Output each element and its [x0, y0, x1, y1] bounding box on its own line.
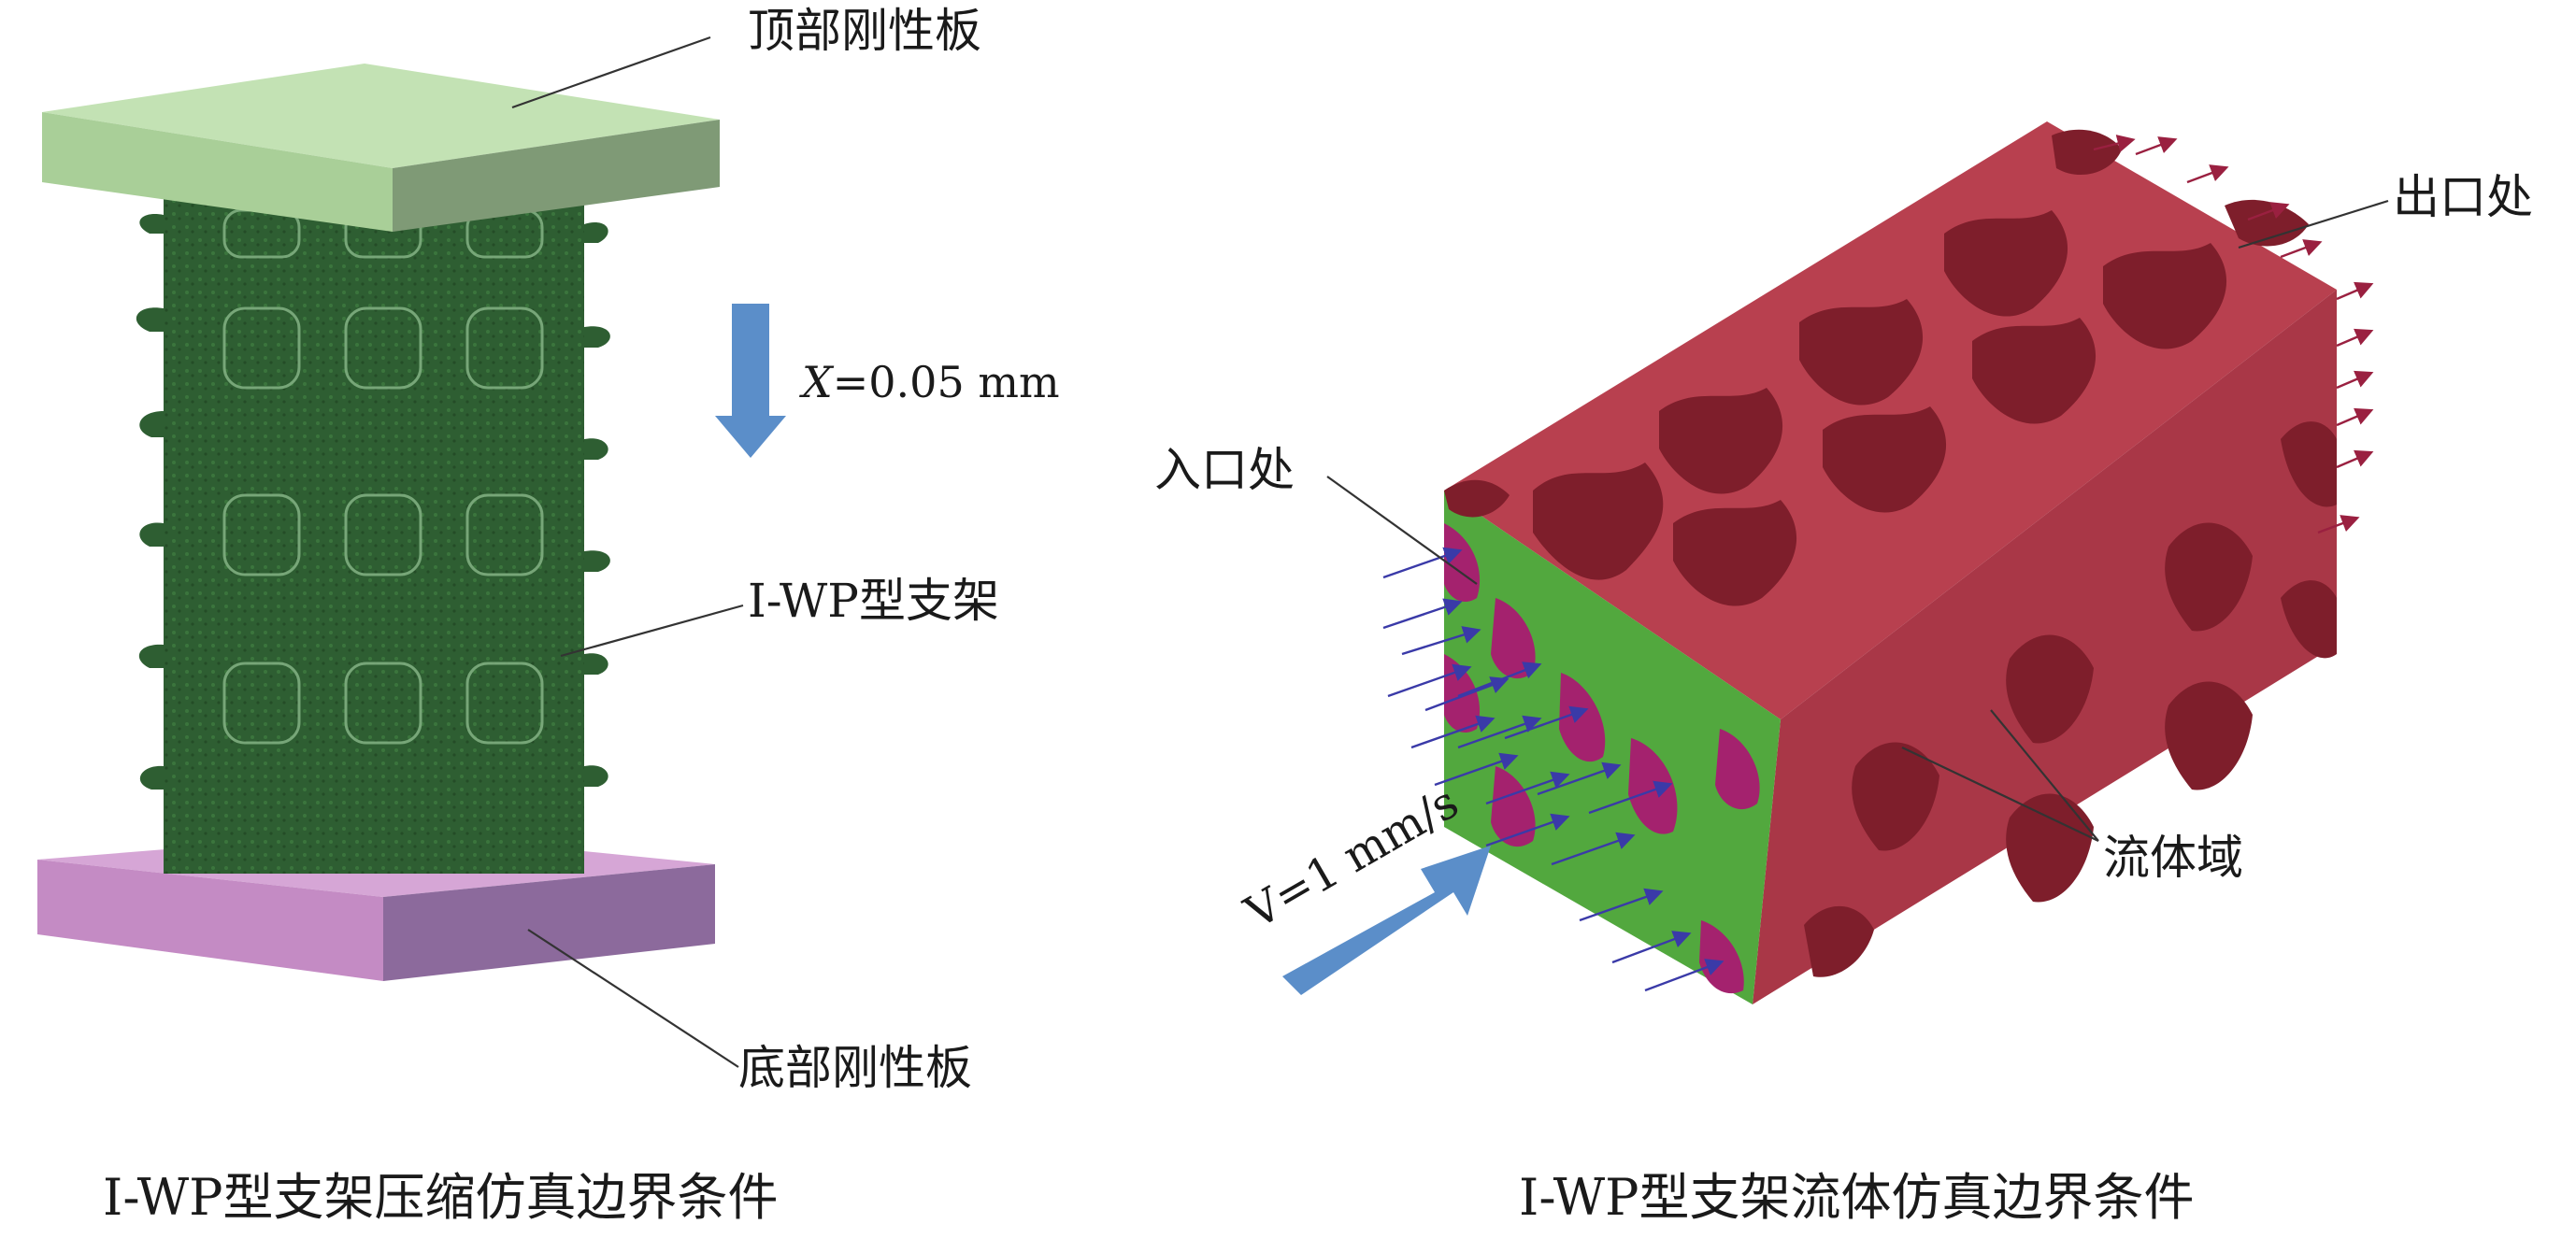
caption-fluid: I-WP型支架流体仿真边界条件: [1519, 1168, 2194, 1227]
leader-fluid-a: [1990, 709, 2099, 842]
inflow-arrow: [1282, 846, 1491, 995]
inlet-vectors: [1382, 547, 1724, 992]
leader-bottom-plate: [527, 929, 739, 1068]
leader-inlet: [1326, 476, 1478, 585]
displacement-variable: X: [799, 357, 835, 407]
label-bottom-plate: 底部刚性板: [738, 1041, 972, 1095]
label-scaffold: I-WP型支架: [748, 574, 999, 628]
displacement-label: X=0.05 mm: [799, 357, 1060, 407]
fluid-diagram: V=1 mm/s 出口处 入口处 流体域 I-WP型支架流体仿真边界条件: [1154, 121, 2533, 1227]
leader-top-plate: [511, 36, 711, 109]
leader-scaffold: [560, 604, 744, 658]
label-outlet: 出口处: [2393, 170, 2533, 224]
label-top-plate: 顶部刚性板: [748, 4, 981, 58]
leader-fluid-b: [1901, 747, 2099, 842]
side-face-holes: [1804, 421, 2337, 977]
displacement-arrow: [715, 304, 786, 458]
caption-compression: I-WP型支架压缩仿真边界条件: [103, 1168, 778, 1227]
top-plate: [42, 64, 720, 232]
top-face-holes: [1444, 129, 2309, 606]
scaffold-column: [136, 182, 610, 874]
label-fluid-domain: 流体域: [2103, 831, 2243, 885]
right-leader-lines: [1326, 199, 2389, 842]
left-leader-lines: [511, 36, 744, 1068]
velocity-label: V=1 mm/s: [1236, 776, 1467, 940]
label-inlet: 入口处: [1154, 443, 1295, 497]
outlet-vectors: [2093, 135, 2374, 534]
leader-outlet: [2238, 199, 2389, 249]
compression-diagram: X=0.05 mm 顶部刚性板 I-WP型支架 底部刚性板 I-WP型支架压缩仿…: [37, 4, 1060, 1227]
displacement-value: =0.05 mm: [833, 357, 1060, 407]
